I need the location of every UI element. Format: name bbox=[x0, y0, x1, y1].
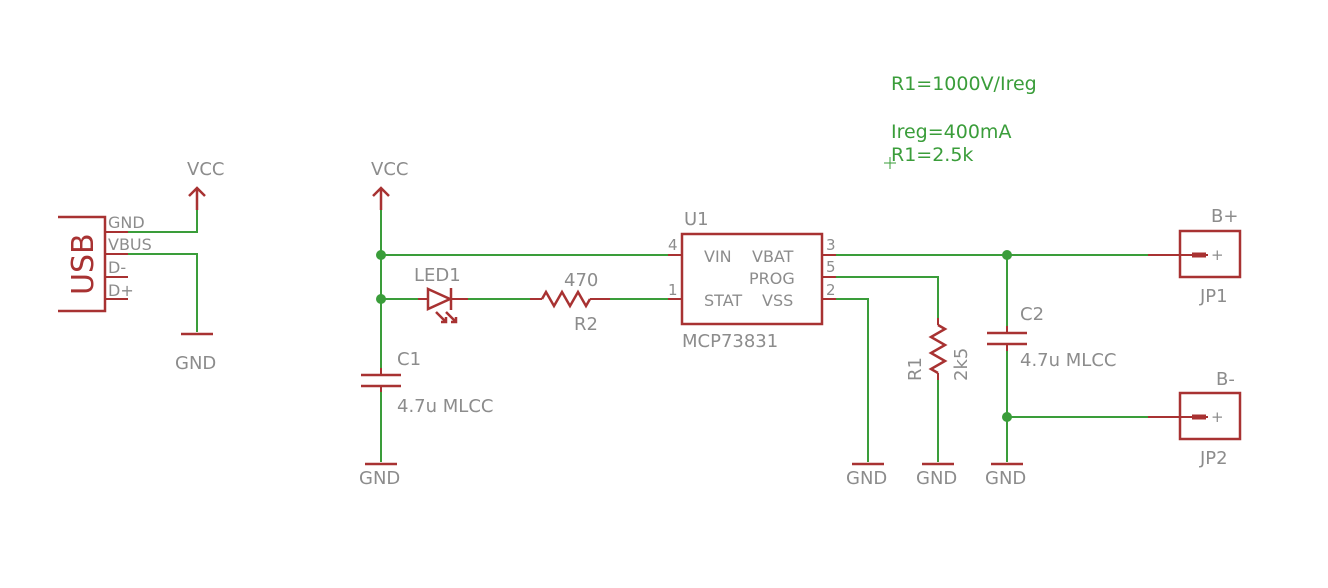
usb-body bbox=[58, 215, 107, 313]
ic-pin-number-vss: 2 bbox=[826, 281, 836, 299]
c2-gnd-symbol: GND bbox=[985, 462, 1026, 489]
ic-pin-vss-label: VSS bbox=[762, 291, 793, 310]
ic-pin-vbat-label: VBAT bbox=[752, 247, 794, 266]
led-triangle-icon bbox=[426, 287, 454, 311]
supply-vcc-label: VCC bbox=[371, 159, 408, 180]
c1-name: C1 bbox=[397, 349, 421, 370]
connector-jp2[interactable]: + B- JP2 bbox=[1148, 369, 1242, 469]
ic-pin-vin-label: VIN bbox=[704, 247, 732, 266]
usb-gnd-to-vcc-wire bbox=[128, 210, 198, 233]
usb-vbus-to-gnd-wire bbox=[128, 253, 198, 332]
r2-name: R2 bbox=[574, 314, 598, 335]
resistor-r2[interactable]: 470 R2 bbox=[530, 270, 610, 335]
usb-connector[interactable]: USB GND VBUS D- D+ bbox=[58, 213, 152, 313]
ic-pin-number-vin: 4 bbox=[668, 236, 678, 254]
supply-vcc-symbol: VCC bbox=[371, 159, 408, 210]
c2-value: 4.7u MLCC bbox=[1020, 350, 1116, 371]
resistor-zigzag-icon bbox=[928, 323, 948, 375]
usb-pin-gnd-label: GND bbox=[108, 213, 145, 232]
led-led1[interactable]: LED1 bbox=[414, 265, 468, 324]
jp2-body bbox=[1178, 391, 1242, 441]
usb-vcc-label: VCC bbox=[187, 159, 224, 180]
c1-value: 4.7u MLCC bbox=[397, 396, 493, 417]
ic-u1[interactable]: U1 MCP73831 VIN VBAT PROG STAT VSS 4 1 3… bbox=[668, 209, 836, 352]
r1-value: 2k5 bbox=[951, 348, 972, 381]
note-formula: R1=1000V/Ireg bbox=[891, 73, 1037, 95]
capacitor-c1[interactable]: C1 4.7u MLCC bbox=[361, 349, 493, 417]
usb-pin-dplus-label: D+ bbox=[108, 281, 134, 300]
led1-name: LED1 bbox=[414, 265, 461, 286]
usb-gnd-symbol: GND bbox=[175, 332, 216, 374]
usb-gnd-label: GND bbox=[175, 353, 216, 374]
led-emission-arrow-icon bbox=[445, 311, 458, 324]
prog-to-r1-wire bbox=[836, 276, 939, 318]
jp1-pin-label: + bbox=[1211, 246, 1224, 264]
vss-gnd-symbol: GND bbox=[846, 462, 887, 489]
r1-gnd-symbol: GND bbox=[916, 462, 957, 489]
r1-name: R1 bbox=[905, 357, 926, 381]
note-ireg: Ireg=400mA bbox=[891, 121, 1011, 143]
jp2-polarity-label: B- bbox=[1216, 369, 1235, 390]
usb-pin-dminus-label: D- bbox=[108, 258, 126, 277]
led-emission-arrow-icon bbox=[435, 311, 448, 324]
c2-name: C2 bbox=[1020, 304, 1044, 325]
c2-gnd-label: GND bbox=[985, 468, 1026, 489]
ic-pin-number-vbat: 3 bbox=[826, 236, 836, 254]
ic-pin-number-prog: 5 bbox=[826, 258, 836, 276]
vss-to-gnd-wire bbox=[836, 298, 869, 462]
vcc-arrow-icon bbox=[188, 186, 206, 210]
usb-label: USB bbox=[66, 233, 101, 295]
jp2-pin-label: + bbox=[1211, 408, 1224, 426]
jp1-body bbox=[1178, 229, 1242, 279]
r2-value: 470 bbox=[564, 270, 598, 291]
ic-pin-prog-label: PROG bbox=[749, 269, 795, 288]
u1-name: U1 bbox=[684, 209, 709, 230]
vss-gnd-label: GND bbox=[846, 468, 887, 489]
c1-gnd-symbol: GND bbox=[359, 462, 400, 489]
usb-pin-vbus-label: VBUS bbox=[108, 235, 152, 254]
usb-vcc-symbol: VCC bbox=[187, 159, 224, 210]
jp2-name: JP2 bbox=[1199, 448, 1228, 469]
design-notes: R1=1000V/Ireg Ireg=400mA R1=2.5k bbox=[884, 73, 1037, 169]
note-origin-cross-icon bbox=[884, 157, 896, 169]
connector-jp1[interactable]: + B+ JP1 bbox=[1148, 206, 1242, 307]
jp1-name: JP1 bbox=[1199, 286, 1228, 307]
jp1-polarity-label: B+ bbox=[1211, 206, 1238, 227]
ic-pin-number-stat: 1 bbox=[668, 281, 678, 299]
r1-gnd-label: GND bbox=[916, 468, 957, 489]
c1-gnd-label: GND bbox=[359, 468, 400, 489]
ic-body bbox=[680, 232, 824, 326]
capacitor-c2[interactable]: C2 4.7u MLCC bbox=[987, 304, 1116, 371]
note-r1: R1=2.5k bbox=[891, 144, 973, 166]
ic-pin-stat-label: STAT bbox=[704, 291, 742, 310]
resistor-zigzag-icon bbox=[540, 289, 592, 309]
vcc-arrow-icon bbox=[372, 186, 390, 210]
resistor-r1[interactable]: R1 2k5 bbox=[905, 318, 972, 381]
u1-part: MCP73831 bbox=[682, 331, 778, 352]
